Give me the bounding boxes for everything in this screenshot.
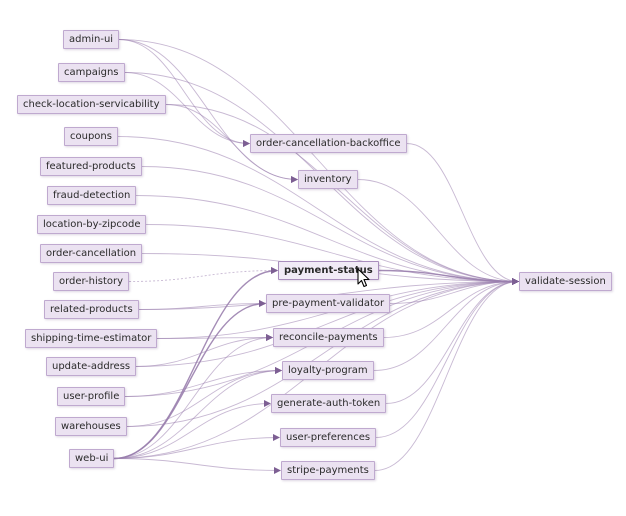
node-payment-status[interactable]: payment-status xyxy=(278,261,379,280)
edge-stripe-payments-to-validate-session xyxy=(374,278,519,471)
edge-location-by-zipcode-to-validate-session xyxy=(145,224,519,285)
edge-admin-ui-to-validate-session xyxy=(118,39,519,285)
edge-web-ui-to-stripe-payments xyxy=(113,458,281,474)
edge-generate-auth-token-to-validate-session xyxy=(385,278,519,404)
node-related-products[interactable]: related-products xyxy=(44,300,139,319)
edge-reconcile-payments-to-validate-session xyxy=(383,278,519,338)
edge-inventory-to-validate-session xyxy=(357,179,519,285)
node-pre-payment-validator[interactable]: pre-payment-validator xyxy=(266,294,391,313)
edge-loyalty-program-to-validate-session xyxy=(373,278,519,371)
node-fraud-detection[interactable]: fraud-detection xyxy=(47,186,137,205)
node-warehouses[interactable]: warehouses xyxy=(55,417,127,436)
edge-web-ui-to-pre-payment-validator xyxy=(113,300,266,460)
edge-related-products-to-pre-payment-validator xyxy=(138,300,266,310)
node-user-profile[interactable]: user-profile xyxy=(57,387,126,406)
node-order-cancellation[interactable]: order-cancellation xyxy=(40,244,143,263)
node-validate-session[interactable]: validate-session xyxy=(519,272,612,291)
edge-web-ui-to-payment-status xyxy=(113,267,278,460)
edge-web-ui-to-reconcile-payments xyxy=(113,334,273,459)
node-stripe-payments[interactable]: stripe-payments xyxy=(281,461,375,480)
edge-order-history-to-payment-status xyxy=(128,267,278,282)
edge-user-profile-to-loyalty-program xyxy=(124,367,282,397)
node-order-history[interactable]: order-history xyxy=(53,272,130,291)
node-campaigns[interactable]: campaigns xyxy=(58,63,125,82)
node-reconcile-payments[interactable]: reconcile-payments xyxy=(273,328,384,347)
edge-pre-payment-validator-to-validate-session xyxy=(389,278,519,304)
edge-warehouses-to-loyalty-program xyxy=(126,367,282,427)
node-shipping-time-estimator[interactable]: shipping-time-estimator xyxy=(25,329,158,348)
edge-admin-ui-to-order-cancellation-backoffice xyxy=(118,39,250,147)
node-order-cancellation-backoffice[interactable]: order-cancellation-backoffice xyxy=(250,134,407,153)
mouse-cursor-icon xyxy=(357,268,370,288)
node-user-preferences[interactable]: user-preferences xyxy=(280,428,377,447)
node-inventory[interactable]: inventory xyxy=(298,170,358,189)
edge-user-preferences-to-validate-session xyxy=(375,278,519,438)
node-admin-ui[interactable]: admin-ui xyxy=(63,30,120,49)
node-update-address[interactable]: update-address xyxy=(46,357,137,376)
edge-order-cancellation-backoffice-to-validate-session xyxy=(406,143,519,285)
edge-payment-status-to-validate-session xyxy=(378,269,519,285)
edge-check-location-servicability-to-inventory xyxy=(165,104,298,183)
edge-web-ui-to-loyalty-program xyxy=(113,367,282,459)
node-check-location-servicability[interactable]: check-location-servicability xyxy=(17,95,166,114)
edge-web-ui-to-user-preferences xyxy=(113,434,280,459)
edge-update-address-to-reconcile-payments xyxy=(135,334,273,367)
node-web-ui[interactable]: web-ui xyxy=(69,449,115,468)
node-loyalty-program[interactable]: loyalty-program xyxy=(282,361,374,380)
node-featured-products[interactable]: featured-products xyxy=(40,157,142,176)
node-generate-auth-token[interactable]: generate-auth-token xyxy=(271,394,387,413)
edge-update-address-to-validate-session xyxy=(135,278,519,367)
edge-coupons-to-validate-session xyxy=(117,136,519,285)
node-coupons[interactable]: coupons xyxy=(64,127,118,146)
edge-web-ui-to-generate-auth-token xyxy=(113,400,271,459)
node-location-by-zipcode[interactable]: location-by-zipcode xyxy=(37,215,147,234)
edge-featured-products-to-validate-session xyxy=(141,166,519,285)
edge-check-location-servicability-to-validate-session xyxy=(165,104,519,285)
